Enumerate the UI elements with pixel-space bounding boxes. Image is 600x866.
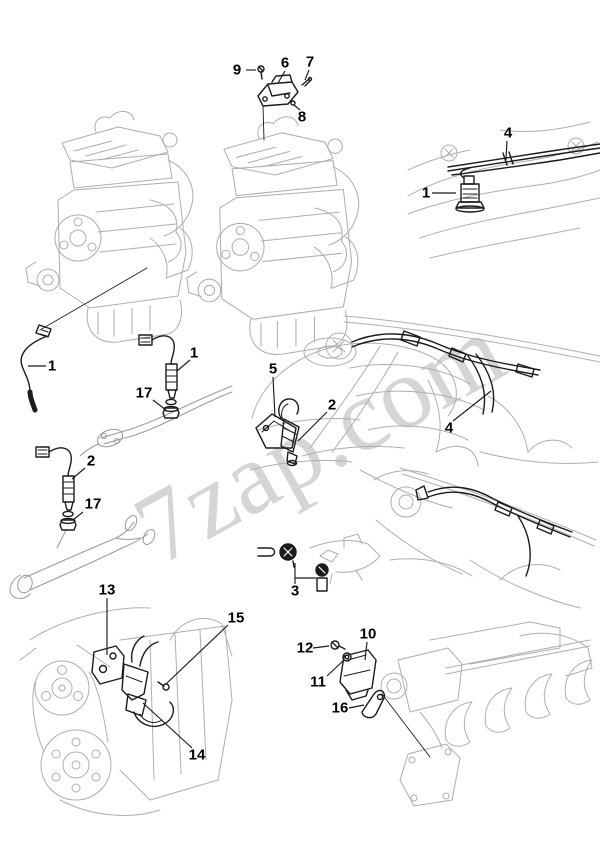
exhaust-y-pipe <box>9 515 156 599</box>
sensor-with-bracket-center <box>255 398 300 467</box>
part-callout-14: 14 <box>188 746 206 764</box>
harness-top-right <box>447 143 600 179</box>
mount-bracket-center <box>309 533 381 585</box>
wiring-harness-mid-right <box>351 330 541 415</box>
sensor-cable-part <box>20 267 148 413</box>
part-callout-3: 3 <box>290 582 300 600</box>
part-callout-1: 1 <box>421 184 431 202</box>
part-callout-2: 2 <box>327 396 337 414</box>
engine-isometric-view-center <box>186 116 360 355</box>
part-callout-5: 5 <box>268 360 278 378</box>
part-callout-8: 8 <box>297 108 307 126</box>
part-callout-7: 7 <box>305 53 315 71</box>
part-callout-11: 11 <box>310 673 326 691</box>
part-callout-6: 6 <box>280 54 290 72</box>
underbody-view-top-right <box>407 121 600 259</box>
callout-leader-lines <box>28 69 508 749</box>
engine-isometric-view-left <box>25 111 194 343</box>
sensor-canister-assembly <box>330 640 431 758</box>
part-callout-13: 13 <box>98 581 116 599</box>
purge-valve-assembly <box>91 635 175 728</box>
intake-manifold-view-bottom-right <box>380 621 593 807</box>
part-callout-15: 15 <box>227 609 245 627</box>
part-callout-4: 4 <box>444 419 454 437</box>
wiring-harness-lower-right <box>415 485 573 577</box>
part-callout-17: 17 <box>84 495 102 513</box>
exhaust-pipe-front <box>79 385 233 457</box>
sensor-bracket-part <box>257 65 313 141</box>
part-callout-1: 1 <box>47 357 57 375</box>
part-callout-16: 16 <box>331 699 349 717</box>
oxygen-sensor-installed <box>455 175 485 213</box>
underbody-view-lower-right <box>373 467 597 609</box>
part-callout-10: 10 <box>359 625 377 643</box>
part-callout-1: 1 <box>189 344 199 362</box>
part-callout-9: 9 <box>232 61 242 79</box>
part-callout-17: 17 <box>135 384 153 402</box>
engine-front-view-bottom-left <box>19 607 233 816</box>
oxygen-sensor-part-1 <box>138 334 180 419</box>
oxygen-sensor-part-2 <box>35 446 77 531</box>
part-callout-4: 4 <box>503 124 513 142</box>
part-callout-2: 2 <box>86 452 96 470</box>
underbody-view-mid-right <box>325 315 600 465</box>
grommet-clip-set <box>257 543 329 592</box>
part-callout-12: 12 <box>296 639 314 657</box>
